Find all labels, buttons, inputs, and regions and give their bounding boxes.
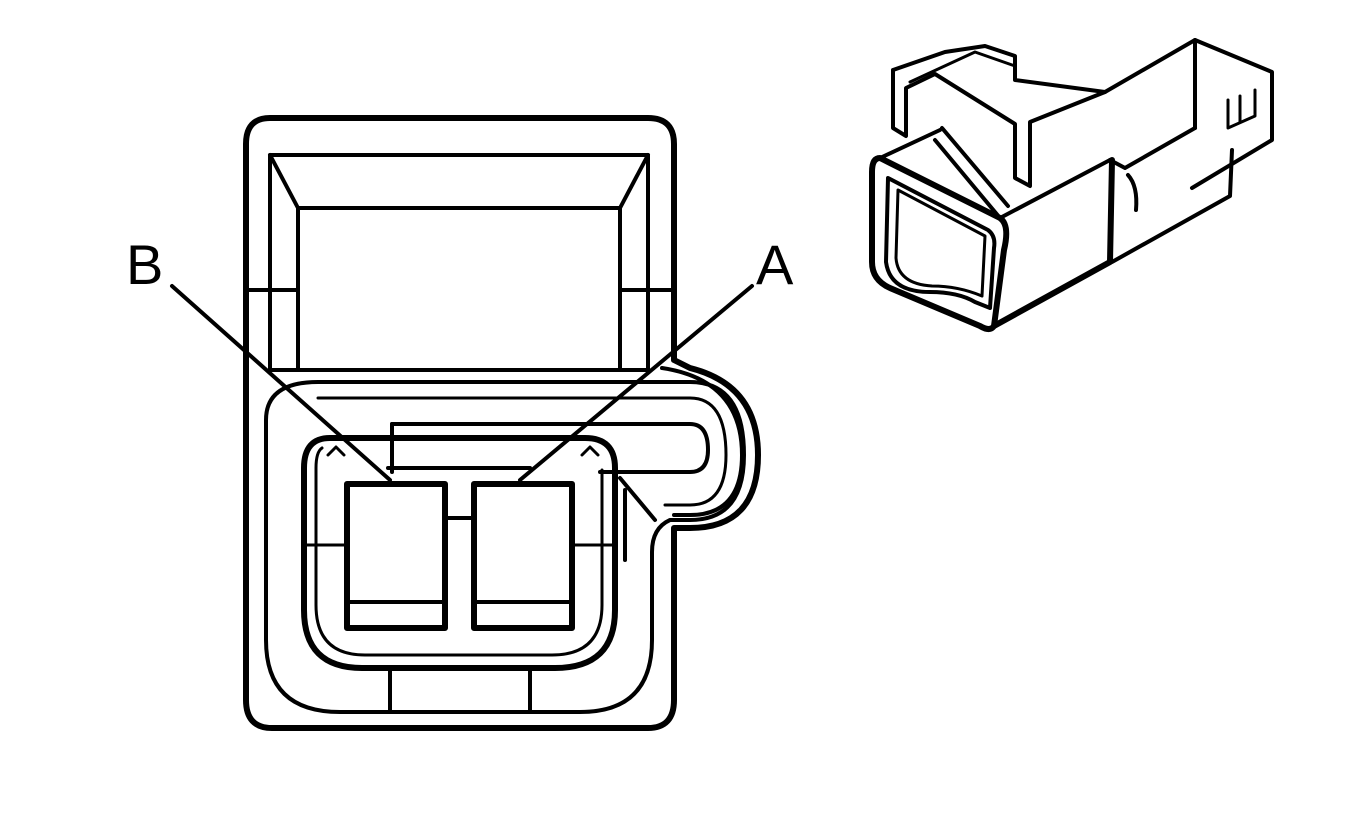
iso-latch xyxy=(891,44,1107,188)
finger-slot xyxy=(390,422,710,474)
latch-window xyxy=(244,153,676,372)
terminal-b xyxy=(344,481,448,631)
terminal-a xyxy=(471,481,575,631)
leader-line-a xyxy=(518,284,754,482)
iso-opening xyxy=(884,176,997,310)
housing-outline xyxy=(243,115,761,731)
terminal-cavity xyxy=(301,435,618,671)
connector-isometric-view xyxy=(869,38,1274,332)
bottom-key xyxy=(388,666,532,714)
pin-label-b: B xyxy=(126,233,163,296)
seal-groove xyxy=(264,380,746,714)
iso-front-face xyxy=(869,155,1010,332)
leader-line-b xyxy=(170,284,392,482)
pin-label-a: A xyxy=(756,233,794,296)
connector-face-view xyxy=(170,115,761,731)
